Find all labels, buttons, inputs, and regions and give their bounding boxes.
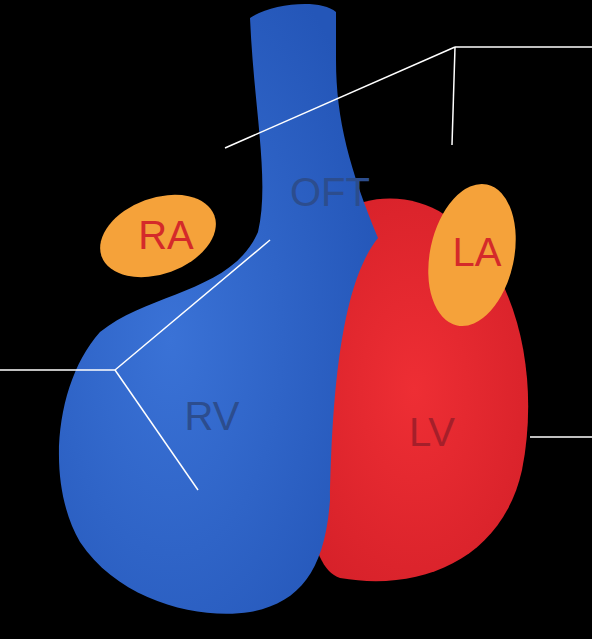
right-ventricle-outflow-tract	[59, 4, 378, 614]
part-label: RV	[185, 396, 240, 436]
right-atrium	[89, 180, 228, 292]
part-label: LV	[409, 412, 455, 452]
part-label: OFT	[290, 172, 370, 212]
part-label: RA	[138, 215, 194, 255]
leader-lines	[0, 47, 592, 490]
part-label: LA	[453, 232, 502, 272]
left-atrium	[416, 176, 528, 334]
